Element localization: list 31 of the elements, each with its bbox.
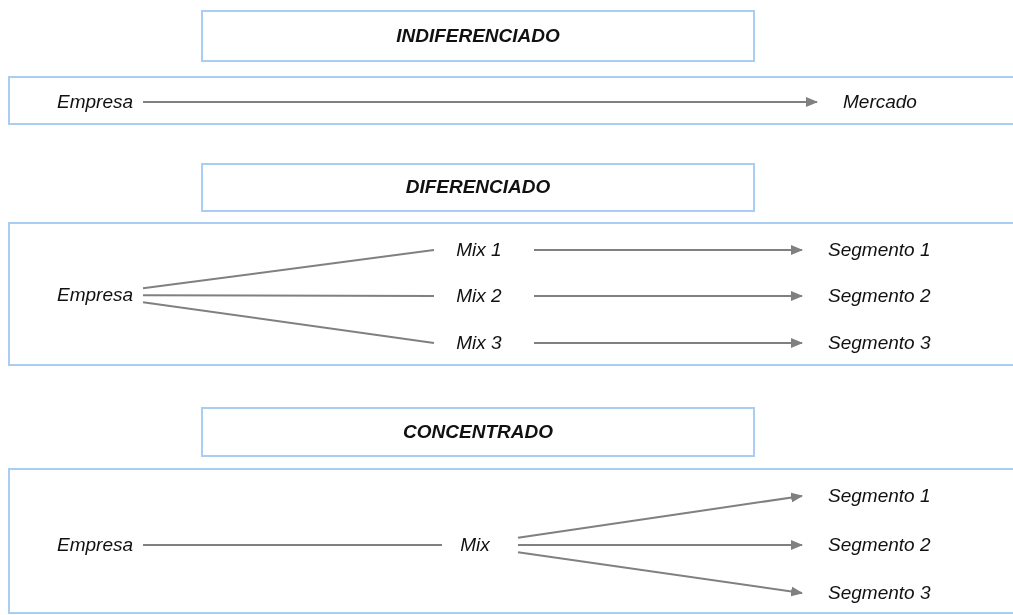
node-label: Mix 1 xyxy=(434,236,524,264)
node-label: Segmento 3 xyxy=(802,329,992,357)
connector-line xyxy=(142,301,435,344)
node-label: Segmento 2 xyxy=(802,282,992,310)
title-box: INDIFERENCIADO xyxy=(201,10,755,62)
arrow xyxy=(517,492,803,539)
node-label: Segmento 1 xyxy=(802,236,992,264)
connector-line xyxy=(142,544,443,546)
node-label: Mix 2 xyxy=(434,282,524,310)
arrow xyxy=(142,97,818,107)
arrow xyxy=(517,551,803,597)
node-label: Segmento 3 xyxy=(802,579,992,607)
band-box xyxy=(8,76,1013,125)
arrow xyxy=(517,540,803,550)
node-label: Empresa xyxy=(57,88,134,116)
title-box: CONCENTRADO xyxy=(201,407,755,457)
node-label: Empresa xyxy=(57,531,134,559)
node-label: Mix 3 xyxy=(434,329,524,357)
arrow xyxy=(533,245,803,255)
node-label: Mercado xyxy=(817,88,987,116)
arrow xyxy=(533,338,803,348)
node-label: Mix xyxy=(442,531,508,559)
node-label: Empresa xyxy=(57,281,134,309)
node-label: Segmento 2 xyxy=(802,531,992,559)
band-box xyxy=(8,222,1013,366)
connector-line xyxy=(142,294,435,297)
band-box xyxy=(8,468,1013,614)
title-box: DIFERENCIADO xyxy=(201,163,755,212)
connector-line xyxy=(142,249,435,290)
node-label: Segmento 1 xyxy=(802,482,992,510)
arrow xyxy=(533,291,803,301)
